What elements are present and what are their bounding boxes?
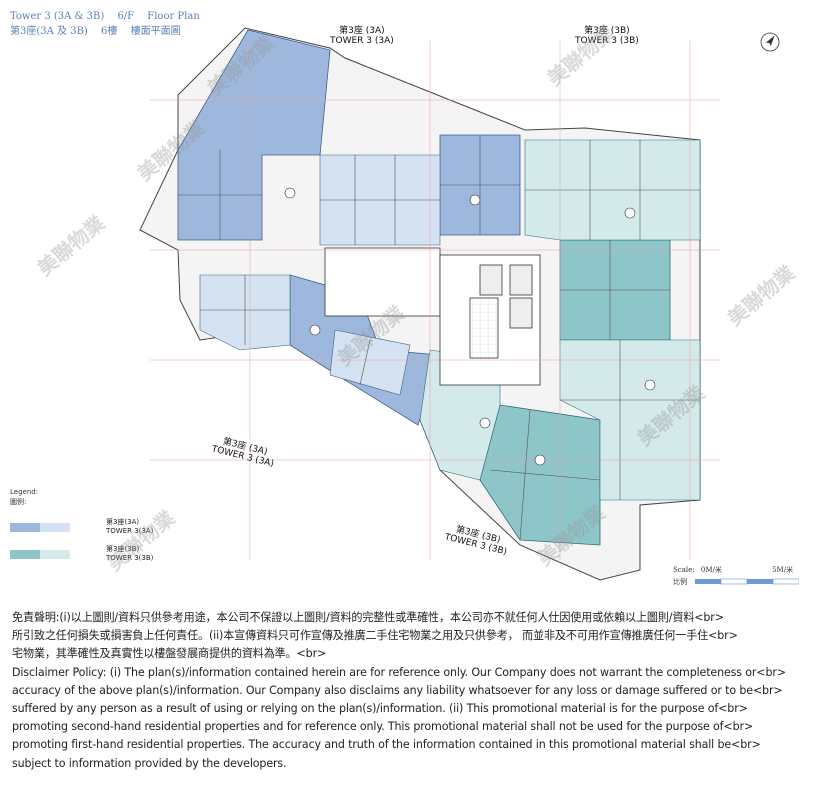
disclaimer-line: 所引致之任何損失或損害負上任何責任。(ii)本宣傳資料只可作宣傳及推廣二手住宅物… xyxy=(12,629,738,643)
tower-label-top-3a: 第3座 (3A) TOWER 3 (3A) xyxy=(330,26,394,46)
floor-plan-drawing xyxy=(139,27,780,581)
legend-item-3a: 第3座(3A) TOWER 3(3A) xyxy=(10,518,153,536)
disclaimer-line: promoting second-hand residential proper… xyxy=(12,720,754,734)
tower-label-top-3b: 第3座 (3B) TOWER 3 (3B) xyxy=(575,26,639,46)
disclaimer-line: accuracy of the above plan(s)/informatio… xyxy=(12,683,783,697)
legend-title-zh: 圖例: xyxy=(10,498,27,506)
disclaimer-line: 宅物業，其準確性及真實性以樓盤發展商提供的資料為準。<br> xyxy=(12,647,327,661)
header-floor-zh: 6樓 xyxy=(101,26,118,37)
header-plan-zh: 樓面平面圖 xyxy=(130,26,181,37)
disclaimer-line: promoting first-hand residential propert… xyxy=(12,738,761,752)
core-area xyxy=(324,247,541,386)
disclaimer-line: Disclaimer Policy: (i) The plan(s)/infor… xyxy=(12,665,786,679)
legend-swatch-3a-dark xyxy=(10,522,40,532)
disclaimer: 免責聲明:(i)以上圖則/資料只供參考用途，本公司不保證以上圖則/資料的完整性或… xyxy=(12,609,824,773)
legend: Legend: 圖例: 第3座(3A) TOWER 3(3A) 第3座(3B) … xyxy=(10,487,153,562)
scale-label: Scale: xyxy=(673,566,695,574)
scale-ruler xyxy=(695,578,799,585)
unit-markers xyxy=(284,187,656,466)
legend-swatch-3a-light xyxy=(40,522,70,532)
legend-swatch-3b-dark xyxy=(10,549,40,559)
scale-end: 5M/米 xyxy=(772,566,794,574)
room-partitions xyxy=(178,135,700,541)
north-arrow-icon xyxy=(760,32,780,52)
header-tower-zh: 第3座(3A 及 3B) xyxy=(10,26,88,37)
scale-label-zh: 比例 xyxy=(673,578,687,586)
header-plan-en: Floor Plan xyxy=(147,11,200,22)
legend-label-3a: 第3座(3A) TOWER 3(3A) xyxy=(106,518,154,535)
legend-item-3b: 第3座(3B) TOWER 3(3B) xyxy=(10,545,153,563)
disclaimer-line: subject to information provided by the d… xyxy=(12,756,287,770)
scale-bar: Scale: 0M/米 5M/米 比例 xyxy=(673,565,799,587)
legend-title-en: Legend: xyxy=(10,488,39,496)
plan-header: Tower 3 (3A & 3B) 6/F Floor Plan 第3座(3A … xyxy=(10,9,210,39)
header-tower-en: Tower 3 (3A & 3B) xyxy=(10,11,105,22)
disclaimer-line: 免責聲明:(i)以上圖則/資料只供參考用途，本公司不保證以上圖則/資料的完整性或… xyxy=(12,611,724,624)
scale-start: 0M/米 xyxy=(700,566,722,574)
disclaimer-line: suffered by any person as a result of us… xyxy=(12,702,748,716)
dimension-lines xyxy=(150,40,720,560)
legend-label-3b: 第3座(3B) TOWER 3(3B) xyxy=(106,545,154,562)
legend-swatch-3b-light xyxy=(40,549,70,559)
header-floor-en: 6/F xyxy=(117,11,135,22)
